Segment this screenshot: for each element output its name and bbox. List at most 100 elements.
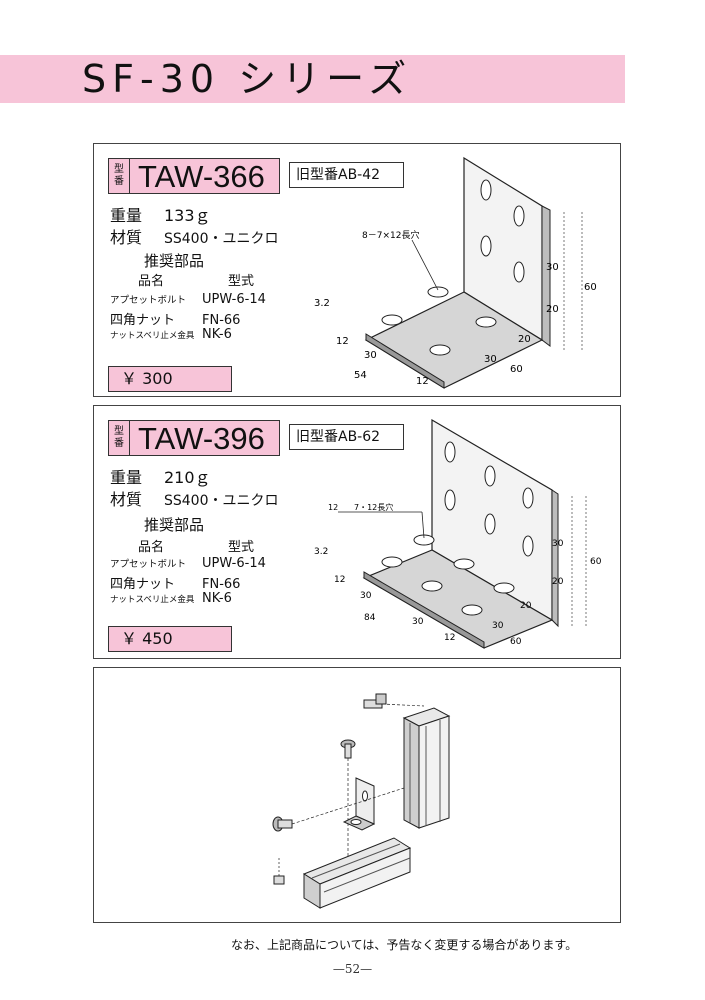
part-row: アプセットボルト UPW-6-14 <box>110 292 266 307</box>
slot-hole <box>484 465 496 487</box>
price-badge: ￥ 300 <box>108 366 232 392</box>
hole-note: 7・12長穴 <box>354 502 393 512</box>
slot-hole <box>513 261 525 283</box>
slot-hole <box>444 489 456 511</box>
dim-label: 60 <box>584 282 597 293</box>
dim-label: 30 <box>364 350 377 361</box>
hole-note: 8－7×12長穴 <box>362 229 419 241</box>
model-number-tag: 型 番 <box>108 158 130 194</box>
tag-char: 番 <box>114 176 124 187</box>
part-name: ナットスベリ止メ金具 <box>110 595 195 605</box>
angle-bracket <box>342 777 376 831</box>
dim-label: 60 <box>590 557 602 567</box>
tag-char: 型 <box>114 426 124 437</box>
weight-row: 重量 210ｇ <box>110 464 211 488</box>
tag-char: 番 <box>114 438 124 449</box>
dim-label: 30 <box>492 621 504 631</box>
dim-label: 12 <box>336 336 349 347</box>
model-number-tag: 型 番 <box>108 420 130 456</box>
weight-value: 210ｇ <box>164 468 211 487</box>
square-nut <box>273 875 285 885</box>
slot-hole <box>429 344 451 356</box>
part-type: NK-6 <box>202 591 232 606</box>
product-panel-taw-396: 型 番 TAW-396 旧型番AB-62 重量 210ｇ 材質 SS400・ユニクロ… <box>93 405 621 659</box>
slot-hole <box>381 314 403 326</box>
model-row: 型 番 TAW-366 <box>108 158 280 194</box>
slot-hole <box>480 235 492 257</box>
dim-label: 20 <box>518 334 531 345</box>
product-panel-taw-366: 型 番 TAW-366 旧型番AB-42 重量 133ｇ 材質 SS400・ユニクロ… <box>93 143 621 397</box>
tag-char: 型 <box>114 164 124 175</box>
old-model-number: 旧型番AB-42 <box>289 162 404 188</box>
old-model-number: 旧型番AB-62 <box>289 424 404 450</box>
dim-label: 84 <box>364 613 376 623</box>
bracket-edge <box>541 205 551 347</box>
price-badge: ￥ 450 <box>108 626 232 652</box>
recommended-parts-title: 推奨部品 <box>144 252 205 270</box>
weight-value: 133ｇ <box>164 206 211 225</box>
page-title: SF-30 シリーズ <box>82 57 413 101</box>
slot-hole <box>475 316 497 328</box>
model-number: TAW-396 <box>130 420 280 456</box>
part-type: UPW-6-14 <box>202 292 266 307</box>
slot-hole <box>444 441 456 463</box>
weight-label: 重量 <box>110 468 143 487</box>
dim-label: 20 <box>520 601 532 611</box>
weight-row: 重量 133ｇ <box>110 202 211 226</box>
dim-label: 30 <box>484 354 497 365</box>
slot-hole <box>513 205 525 227</box>
dim-label: 3.2 <box>314 298 330 309</box>
col-name-header: 品名 <box>138 540 165 555</box>
slot-hole <box>493 582 515 594</box>
notice-text: なお、上記商品については、予告なく変更する場合があります。 <box>231 938 578 952</box>
material-row: 材質 SS400・ユニクロ <box>110 486 279 510</box>
material-value: SS400・ユニクロ <box>164 493 279 509</box>
dim-label: 30 <box>546 262 559 273</box>
part-name: アプセットボルト <box>110 295 187 306</box>
material-label: 材質 <box>110 490 143 509</box>
dim-label: 60 <box>510 637 522 647</box>
part-type: FN-66 <box>202 577 241 592</box>
dim-label: 3.2 <box>314 547 328 557</box>
part-row: ナットスベリ止メ金具 NK-6 <box>110 591 232 606</box>
col-type-header: 型式 <box>228 540 255 555</box>
slot-hole <box>522 535 534 557</box>
model-number: TAW-366 <box>130 158 280 194</box>
dim-label: 12 <box>334 575 345 585</box>
page-number: —52— <box>332 962 373 976</box>
dim-label: 30 <box>412 617 424 627</box>
material-value: SS400・ユニクロ <box>164 231 279 247</box>
material-label: 材質 <box>110 228 143 247</box>
part-name: ナットスベリ止メ金具 <box>110 331 195 341</box>
dim-label: 12 <box>328 503 338 512</box>
horizontal-extrusion <box>302 837 412 909</box>
leader-line <box>381 703 425 707</box>
bracket-base-edge <box>363 571 485 649</box>
slot-hole <box>381 556 403 568</box>
leader-line <box>421 511 425 539</box>
recommended-parts-title: 推奨部品 <box>144 516 205 534</box>
col-name-header: 品名 <box>138 274 165 289</box>
nut-stopper <box>375 693 387 705</box>
material-row: 材質 SS400・ユニクロ <box>110 224 279 248</box>
side-bolt <box>272 816 293 832</box>
dim-label: 12 <box>444 633 455 643</box>
dim-label: 54 <box>354 370 367 381</box>
weight-label: 重量 <box>110 206 143 225</box>
angle-bracket-drawing: 12 7・12長穴 3.2 12 30 84 30 12 30 20 20 30… <box>314 418 602 649</box>
slot-hole <box>522 487 534 509</box>
part-row: ナットスベリ止メ金具 NK-6 <box>110 327 232 342</box>
leader-line <box>411 239 439 291</box>
part-name: 四角ナット <box>110 577 176 592</box>
slot-hole <box>480 179 492 201</box>
slot-hole <box>427 286 449 298</box>
assembly-illustration <box>272 693 451 909</box>
upset-bolt <box>340 739 356 759</box>
slot-hole <box>421 580 443 592</box>
dim-label: 60 <box>510 364 523 375</box>
slot-hole <box>484 513 496 535</box>
part-type: NK-6 <box>202 327 232 342</box>
dim-label: 12 <box>416 376 429 387</box>
model-row: 型 番 TAW-396 <box>108 420 280 456</box>
